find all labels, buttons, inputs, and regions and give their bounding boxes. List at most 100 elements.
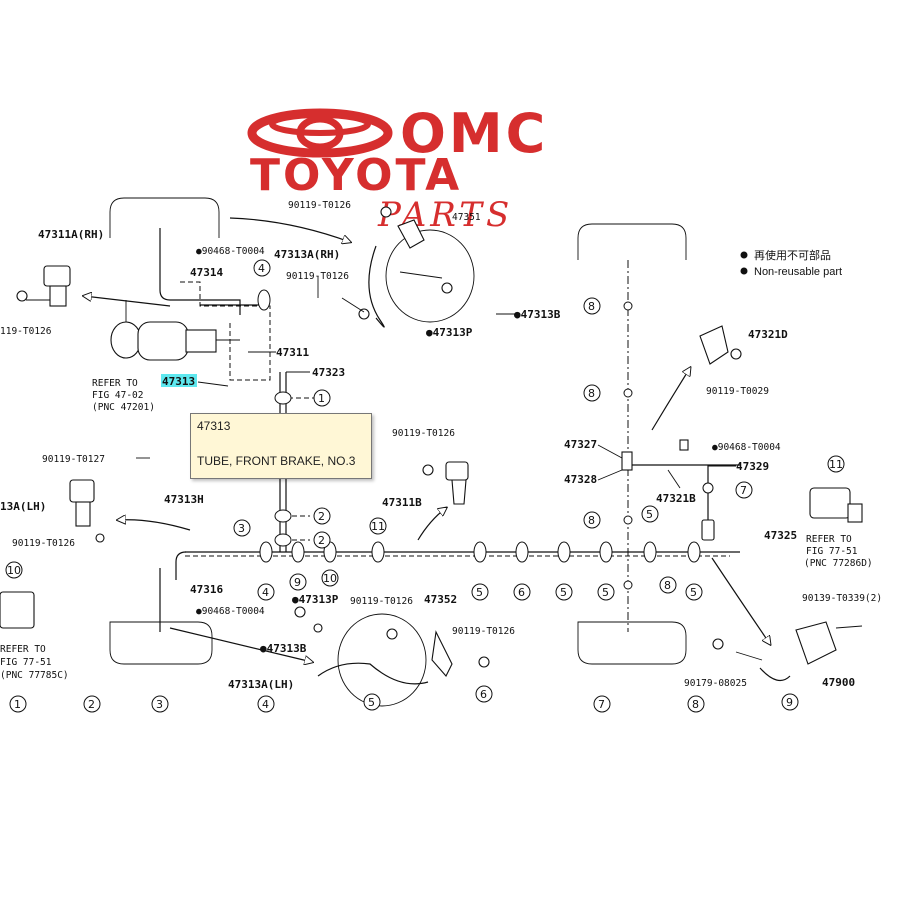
callout-2b: 2 xyxy=(318,534,325,547)
refer-right-line3: (PNC 77286D) xyxy=(804,558,873,569)
sensor-left-bottom xyxy=(0,591,35,629)
callout-markers: 4 1 2 2 3 4 9 10 11 5 6 5 5 5 5 8 8 8 8 … xyxy=(5,259,845,711)
callout-8a: 8 xyxy=(588,300,595,313)
label-47352[interactable]: 47352 xyxy=(424,593,457,606)
refer-right-line2: FIG 77-51 xyxy=(806,546,858,557)
label-47321D[interactable]: 47321D xyxy=(748,328,788,341)
label-90119-T0126-bottom2[interactable]: 90119-T0126 xyxy=(452,626,515,637)
callout-7: 7 xyxy=(740,484,747,497)
legend-nonreusable: Non-reusable part xyxy=(754,266,842,278)
bracket-47311B xyxy=(422,461,469,505)
refer-left-bottom-line3: (PNC 77785C) xyxy=(0,670,69,681)
callout-3: 3 xyxy=(238,522,245,535)
pipe-clamps xyxy=(257,289,714,590)
refer-left-bottom-line2: FIG 77-51 xyxy=(0,657,52,668)
callout-6a: 6 xyxy=(518,586,525,599)
label-90119-T0126-bottom[interactable]: 90119-T0126 xyxy=(350,596,413,607)
label-47328[interactable]: 47328 xyxy=(564,473,597,486)
index-4: 4 xyxy=(262,698,269,711)
callout-5d: 5 xyxy=(646,508,653,521)
label-47311[interactable]: 47311 xyxy=(276,346,309,359)
master-cylinder xyxy=(110,300,240,361)
label-47325[interactable]: 47325 xyxy=(764,529,797,542)
callout-5b: 5 xyxy=(560,586,567,599)
label-47313H[interactable]: 47313H xyxy=(164,493,204,506)
refer-right-line1: REFER TO xyxy=(806,534,852,545)
label-47313B-bottom[interactable]: ●47313B xyxy=(260,642,307,655)
rear-valve-47321D xyxy=(699,325,742,365)
callout-11: 11 xyxy=(371,520,385,533)
callout-1: 1 xyxy=(318,392,325,405)
refer-left-top-line1: REFER TO xyxy=(92,378,138,389)
part-labels: 47311A(RH) 119-T0126 ●90468-T0004 47314 … xyxy=(0,200,882,691)
label-90119-T0126-mid[interactable]: 90119-T0126 xyxy=(392,428,455,439)
brand-logo: OMC TOYOTA PARTS xyxy=(247,102,548,235)
logo-omc-text: OMC xyxy=(400,102,548,165)
callout-9: 9 xyxy=(294,576,301,589)
refer-left-bottom-line1: REFER TO xyxy=(0,644,46,655)
label-90119-T0029[interactable]: 90119-T0029 xyxy=(706,386,769,397)
label-119-T0126[interactable]: 119-T0126 xyxy=(0,326,52,337)
callout-8b: 8 xyxy=(588,387,595,400)
vehicle-frame-outline xyxy=(109,197,687,665)
wheel-sensor-47900 xyxy=(712,621,863,682)
label-47311B[interactable]: 47311B xyxy=(382,496,422,509)
callout-5-bottom: 5 xyxy=(368,696,375,709)
callout-4: 4 xyxy=(262,586,269,599)
part-tooltip: 47313 TUBE, FRONT BRAKE, NO.3 xyxy=(190,413,372,479)
label-47900[interactable]: 47900 xyxy=(822,676,855,689)
callout-5c: 5 xyxy=(602,586,609,599)
label-90468-T0004-b[interactable]: ●90468-T0004 xyxy=(196,606,265,617)
label-47321B[interactable]: 47321B xyxy=(656,492,696,505)
tooltip-part-code: 47313 xyxy=(197,419,231,433)
label-47351[interactable]: 47351 xyxy=(452,212,481,223)
label-90468-T0004-c[interactable]: ●90468-T0004 xyxy=(712,442,781,453)
label-47313P-bottom[interactable]: ●47313P xyxy=(292,593,339,606)
bracket-47327 xyxy=(621,439,715,541)
callout-8c: 8 xyxy=(588,514,595,527)
label-47316[interactable]: 47316 xyxy=(190,583,223,596)
label-47313[interactable]: 47313 xyxy=(162,375,195,388)
callout-2a: 2 xyxy=(318,510,325,523)
label-90179-08025[interactable]: 90179-08025 xyxy=(684,678,747,689)
label-47323[interactable]: 47323 xyxy=(312,366,345,379)
callout-8d: 8 xyxy=(664,579,671,592)
label-90119-T0126-lh[interactable]: 90119-T0126 xyxy=(12,538,75,549)
label-47311A-rh[interactable]: 47311A(RH) xyxy=(38,228,104,241)
bottom-index: 1 2 3 4 7 8 xyxy=(9,695,705,713)
label-47313A-rh[interactable]: 47313A(RH) xyxy=(274,248,340,261)
label-90139-T0339[interactable]: 90139-T0339(2) xyxy=(802,593,882,604)
label-13A-lh[interactable]: 13A(LH) xyxy=(0,500,46,513)
label-47313B-top[interactable]: ●47313B xyxy=(514,308,561,321)
refer-left-top-line3: (PNC 47201) xyxy=(92,402,155,413)
direction-arrows xyxy=(84,217,770,662)
callout-10: 10 xyxy=(323,572,337,585)
callout-5e: 5 xyxy=(690,586,697,599)
label-47327[interactable]: 47327 xyxy=(564,438,597,451)
callout-5a: 5 xyxy=(476,586,483,599)
label-47329[interactable]: 47329 xyxy=(736,460,769,473)
label-90119-T0126-top[interactable]: 90119-T0126 xyxy=(288,200,351,211)
caliper-rh xyxy=(358,206,475,328)
label-47313P-top[interactable]: ●47313P xyxy=(426,326,473,339)
logo-parts-text: PARTS xyxy=(377,195,513,235)
brake-valve-rh xyxy=(16,265,71,307)
index-2: 2 xyxy=(88,698,95,711)
label-47314[interactable]: 47314 xyxy=(190,266,223,279)
label-47313A-lh[interactable]: 47313A(LH) xyxy=(228,678,294,691)
legend-reuse-jp: 再使用不可部品 xyxy=(754,248,831,262)
index-7: 7 xyxy=(598,698,605,711)
callout-10-left: 10 xyxy=(7,564,21,577)
label-90119-T0127[interactable]: 90119-T0127 xyxy=(42,454,105,465)
tooltip-part-description: TUBE, FRONT BRAKE, NO.3 xyxy=(197,454,356,468)
caliper-lh xyxy=(294,606,490,707)
callout-9-right: 9 xyxy=(786,696,793,709)
leader-lines xyxy=(136,276,736,489)
logo-toyota-text: TOYOTA xyxy=(250,150,462,201)
index-1: 1 xyxy=(14,698,21,711)
callout-11-right: 11 xyxy=(829,458,843,471)
refer-notes: REFER TO FIG 47-02 (PNC 47201) REFER TO … xyxy=(0,378,873,681)
index-8: 8 xyxy=(692,698,699,711)
label-90468-T0004-a[interactable]: ●90468-T0004 xyxy=(196,246,265,257)
